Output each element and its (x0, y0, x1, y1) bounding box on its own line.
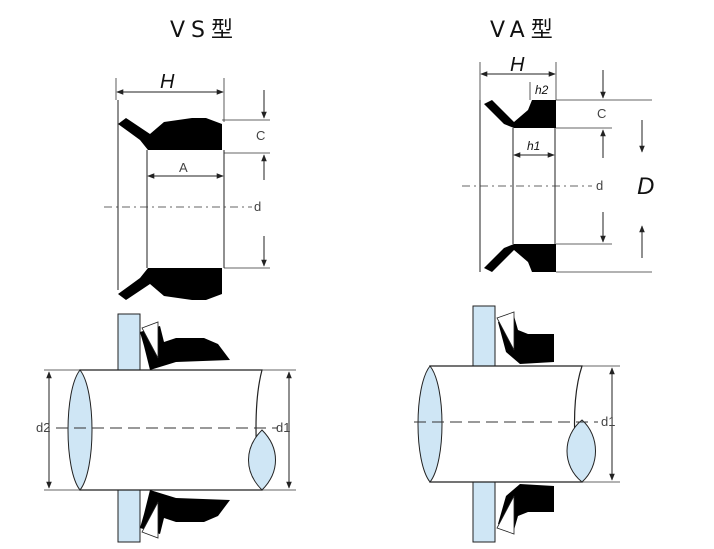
vs-d1-label: d1 (276, 420, 290, 435)
va-bottom-seal-profile (484, 244, 556, 272)
vs-a-label: A (179, 160, 188, 175)
va-h1-label: h1 (527, 139, 540, 153)
va-h2-label: h2 (535, 83, 549, 97)
vs-shaft (79, 369, 263, 491)
vs-type-title: VS型 (170, 18, 240, 43)
vs-d2-label: d2 (36, 420, 50, 435)
va-shaft-right-end (566, 419, 596, 483)
vs-cross-section: H C A d (104, 71, 270, 300)
vs-c-label: C (256, 128, 265, 143)
va-top-seal-profile (484, 100, 556, 128)
va-shaft (429, 365, 583, 483)
vs-d-label: d (254, 199, 261, 214)
va-d-label: d (596, 178, 603, 193)
va-shaft-left-end (417, 365, 443, 483)
vs-h-label: H (160, 71, 175, 93)
va-cross-section: H h2 h1 C d (462, 54, 654, 273)
va-type-title: VA型 (490, 18, 559, 43)
vs-bottom-seal-profile (118, 268, 222, 300)
va-h-label: H (510, 54, 525, 76)
vs-assembly-top-seal (140, 326, 230, 370)
va-assembly: d1 (414, 305, 620, 543)
vs-top-seal-profile (118, 118, 222, 150)
va-d-outer-label: D (637, 173, 654, 200)
vs-assembly: d2 d1 (36, 313, 296, 543)
va-c-label: C (597, 106, 606, 121)
vs-assembly-bottom-seal (140, 490, 230, 534)
va-d1-label: d1 (601, 414, 615, 429)
